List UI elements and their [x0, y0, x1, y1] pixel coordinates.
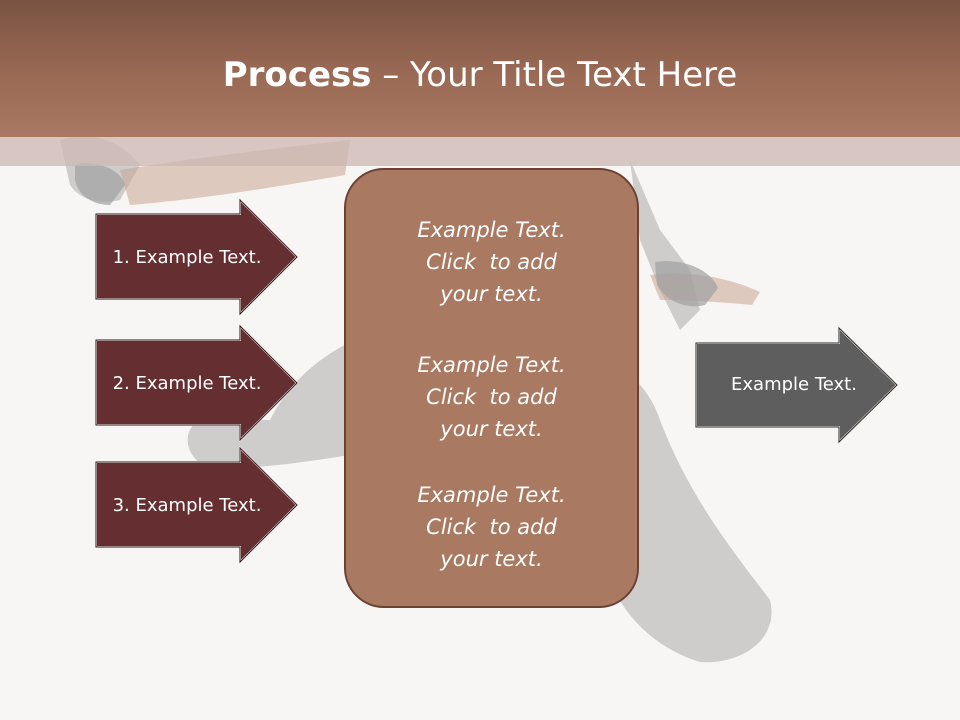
arrow-shape	[95, 324, 299, 442]
arrow-shape	[95, 198, 299, 316]
center-text-box[interactable]: Example Text. Click to add your text. Ex…	[344, 168, 639, 608]
process-step-arrow-2[interactable]: 2. Example Text.	[94, 324, 300, 442]
center-text-line: your text.	[440, 547, 543, 571]
center-text-line: Example Text.	[417, 353, 566, 377]
title-stripe	[0, 137, 960, 166]
arrow-label: 3. Example Text.	[112, 494, 262, 516]
center-text-block-1: Example Text. Click to add your text.	[346, 214, 637, 310]
center-text-line: your text.	[440, 417, 543, 441]
title-rest-text: – Your Title Text Here	[371, 55, 738, 95]
arrow-shape	[695, 326, 899, 444]
title-bar	[0, 0, 960, 137]
center-text-line: Example Text.	[417, 483, 566, 507]
center-text-line: Click to add	[426, 250, 557, 274]
process-step-arrow-3[interactable]: 3. Example Text.	[94, 446, 300, 564]
arrow-label: Example Text.	[731, 373, 857, 395]
center-text-line: Click to add	[426, 515, 557, 539]
arrow-label: 2. Example Text.	[112, 372, 262, 394]
center-text-line: Click to add	[426, 385, 557, 409]
slide-title[interactable]: Process – Your Title Text Here	[0, 52, 960, 98]
center-text-block-3: Example Text. Click to add your text.	[346, 479, 637, 575]
process-step-arrow-1[interactable]: 1. Example Text.	[94, 198, 300, 316]
center-text-block-2: Example Text. Click to add your text.	[346, 349, 637, 445]
center-text-line: Example Text.	[417, 218, 566, 242]
arrow-label: 1. Example Text.	[112, 246, 262, 268]
title-bold-text: Process	[222, 55, 372, 95]
result-arrow[interactable]: Example Text.	[694, 326, 900, 444]
center-text-line: your text.	[440, 282, 543, 306]
arrow-shape	[95, 446, 299, 564]
